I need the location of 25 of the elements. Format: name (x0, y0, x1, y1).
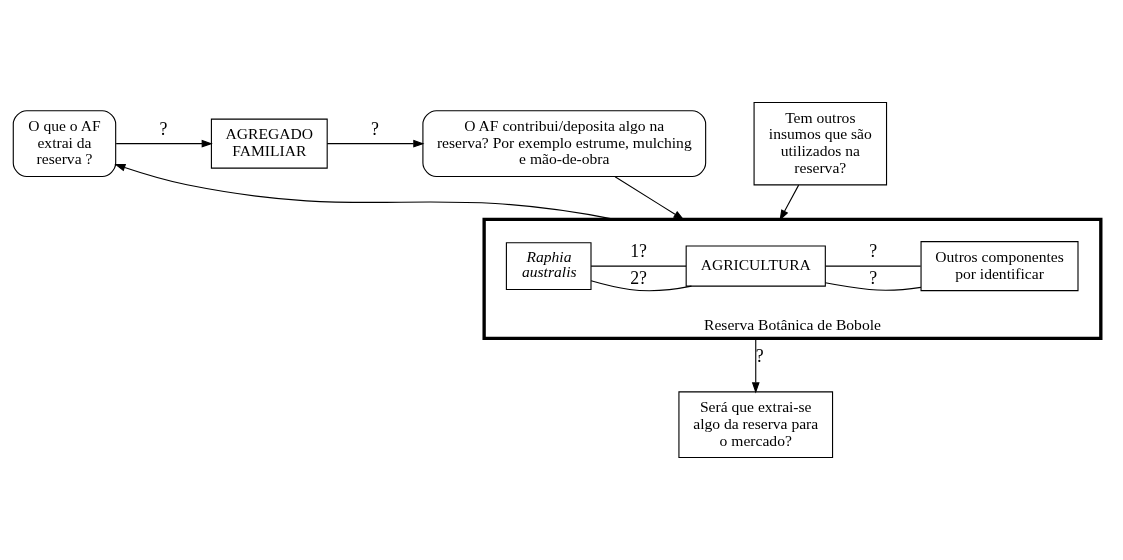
node-box: O AF contribui/deposita algo na reserva? Por exemplo estrume, mulching e mão-de-obra (422, 110, 707, 178)
connector (590, 265, 687, 267)
arrow (115, 139, 213, 148)
connector (824, 282, 922, 291)
arrow (614, 176, 685, 221)
arrow (326, 139, 425, 148)
connector (590, 280, 692, 292)
edge-label: ? (869, 267, 878, 288)
arrow (779, 184, 800, 221)
edge-label: 2? (630, 267, 647, 288)
connector (825, 265, 922, 267)
node-box: AGREGADO FAMILIAR (210, 118, 328, 169)
edge-label: ? (159, 118, 168, 139)
node-box: Será que extrai-se algo da reserva para o mercado? (678, 391, 834, 459)
node-box: Outros componentes por identificar (920, 241, 1079, 292)
node-box: Raphia australis (505, 242, 592, 290)
edge-label: ? (869, 240, 878, 261)
arrow (751, 337, 760, 394)
arrow (114, 163, 615, 220)
node-box: AGRICULTURA (685, 245, 826, 287)
node-box: O que o AF extrai da reserva ? (12, 110, 117, 178)
edge-label: ? (371, 118, 379, 139)
edge-label: ? (755, 345, 764, 366)
node-box: Tem outros insumos que são utilizados na reserva? (753, 101, 888, 186)
edge-label: 1? (630, 240, 647, 261)
